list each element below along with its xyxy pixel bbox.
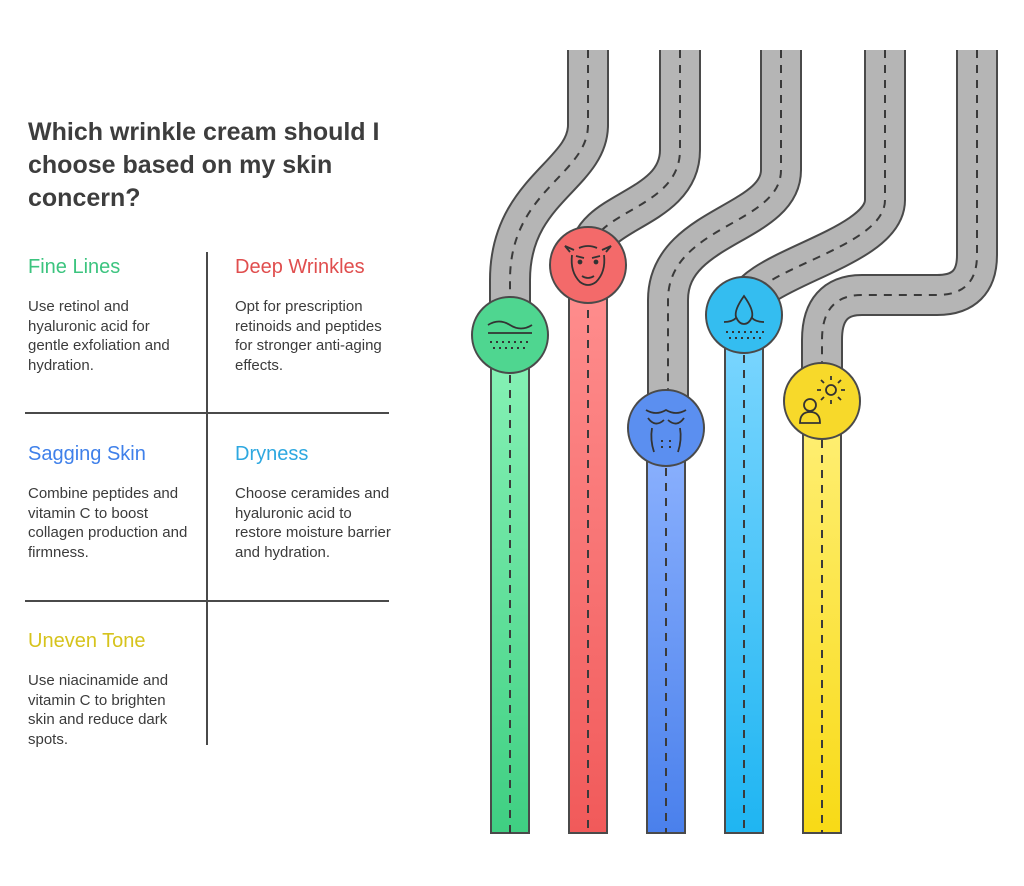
concern-label: Fine Lines bbox=[28, 256, 121, 278]
concern-description: Combine peptides and vitamin C to boost … bbox=[28, 485, 188, 561]
marker-sagging-skin bbox=[627, 389, 705, 467]
concern-description: Opt for prescription retinoids and pepti… bbox=[235, 298, 382, 374]
concern-description: Use niacinamide and vitamin C to brighte… bbox=[28, 672, 169, 748]
concern-label: Deep Wrinkles bbox=[235, 256, 365, 278]
concern-label: Sagging Skin bbox=[28, 443, 146, 465]
marker-uneven-tone bbox=[783, 362, 861, 440]
road-sagging-skin bbox=[647, 50, 802, 410]
page-title: Which wrinkle cream should I choose base… bbox=[28, 118, 380, 212]
concern-label: Dryness bbox=[235, 443, 309, 465]
concern-description: Use retinol and hyaluronic acid for gent… bbox=[28, 298, 170, 374]
concern-description: Choose ceramides and hyaluronic acid to … bbox=[235, 485, 391, 561]
concern-fine-lines: Fine Lines Use retinol and hyaluronic ac… bbox=[28, 255, 188, 375]
concern-label: Uneven Tone bbox=[28, 630, 146, 652]
grid-divider-horizontal bbox=[25, 412, 389, 414]
marker-fine-lines bbox=[471, 296, 549, 374]
wrinkled-face-icon bbox=[564, 245, 612, 286]
concern-dryness: Dryness Choose ceramides and hyaluronic … bbox=[235, 442, 395, 562]
sun-face-icon bbox=[799, 376, 845, 424]
grid-divider-horizontal bbox=[25, 600, 389, 602]
skin-wave-icon bbox=[487, 320, 533, 349]
sagging-torso-icon bbox=[645, 408, 687, 453]
road-uneven-tone bbox=[801, 50, 998, 380]
grid-divider-vertical bbox=[206, 252, 208, 745]
concern-uneven-tone: Uneven Tone Use niacinamide and vitamin … bbox=[28, 629, 188, 749]
marker-deep-wrinkles bbox=[549, 226, 627, 304]
concern-sagging-skin: Sagging Skin Combine peptides and vitami… bbox=[28, 442, 188, 562]
road-fine-lines bbox=[489, 50, 609, 320]
droplet-skin-icon bbox=[723, 294, 765, 339]
marker-dryness bbox=[705, 276, 783, 354]
concern-deep-wrinkles: Deep Wrinkles Opt for prescription retin… bbox=[235, 255, 395, 375]
